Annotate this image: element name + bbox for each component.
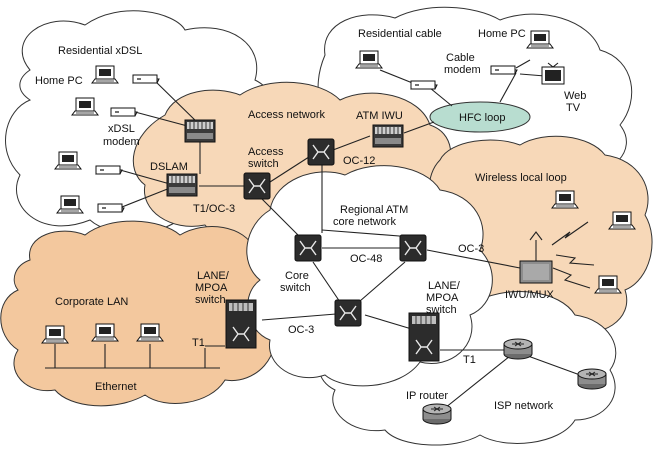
label-oc3-left: OC-3 [288, 324, 314, 336]
cloud-corporate-lan [0, 220, 283, 407]
cloud-regional-atm [246, 165, 493, 387]
pc-icon-xdsl-4 [56, 195, 84, 214]
label-t1-left: T1 [192, 337, 205, 349]
label-regional-atm: Regional ATM [340, 204, 408, 216]
web-tv-icon [541, 62, 565, 85]
label-access: Access [248, 146, 284, 158]
oc12-switch-icon [307, 138, 335, 166]
lane-mpoa-switch-left-icon [225, 299, 257, 349]
label-access-switch: switch [248, 158, 279, 170]
modem-icon-xdsl-4 [97, 203, 125, 213]
label-mpoa-left: MPOA [195, 282, 228, 294]
label-t1-right: T1 [463, 354, 476, 366]
router-icon-1 [503, 338, 533, 360]
core-switch-right-icon [399, 234, 427, 262]
label-oc48: OC-48 [350, 253, 382, 265]
modem-icon-xdsl-1 [132, 74, 160, 84]
pc-icon-wireless-3 [594, 275, 622, 294]
access-switch-icon [243, 172, 271, 200]
label-home-pc-cable: Home PC [478, 28, 526, 40]
label-atm-iwu: ATM IWU [356, 110, 403, 122]
label-cable-modem: modem [444, 64, 481, 76]
label-corporate-lan: Corporate LAN [55, 296, 128, 308]
label-core: Core [285, 270, 309, 282]
label-dslam: DSLAM [150, 161, 188, 173]
label-residential-xdsl: Residential xDSL [58, 45, 142, 57]
label-isp-network: ISP network [494, 400, 554, 412]
label-ethernet: Ethernet [95, 381, 137, 393]
modem-icon-xdsl-3 [95, 165, 123, 175]
pc-icon-lan-1 [41, 325, 69, 344]
pc-icon-xdsl-1 [91, 65, 119, 84]
pc-icon-wireless-1 [551, 190, 579, 209]
core-switch-lower-icon [334, 299, 362, 327]
router-icon-2 [577, 368, 607, 390]
pc-icon-lan-2 [91, 323, 119, 342]
label-hfc-loop: HFC loop [459, 112, 505, 124]
label-oc3-right: OC-3 [458, 243, 484, 255]
label-xdsl-modem: modem [103, 136, 140, 148]
pc-icon-cable-home [526, 30, 554, 49]
links-layer [45, 59, 595, 413]
pc-icon-xdsl-3 [54, 151, 82, 170]
label-oc12: OC-12 [343, 155, 375, 167]
hfc-loop-ellipse [429, 101, 531, 133]
pc-icon-cable-1 [355, 50, 383, 69]
label-residential-cable: Residential cable [358, 28, 442, 40]
pc-icon-xdsl-2 [71, 97, 99, 116]
label-xdsl: xDSL [108, 123, 135, 135]
label-cable: Cable [446, 52, 475, 64]
label-core-switch: switch [280, 282, 311, 294]
label-web-tv: TV [566, 102, 581, 114]
label-switch-left: switch [195, 294, 226, 306]
label-lane-left: LANE/ [197, 270, 230, 282]
label-access-network: Access network [248, 109, 326, 121]
ip-router-icon [422, 403, 452, 425]
label-lane-right: LANE/ [428, 280, 461, 292]
modem-icon-xdsl-2 [110, 107, 138, 117]
label-mpoa-right: MPOA [426, 292, 459, 304]
label-t1-oc3: T1/OC-3 [193, 203, 235, 215]
rack-icon-xdsl [184, 119, 216, 143]
label-wireless-local-loop: Wireless local loop [475, 172, 567, 184]
cable-modem-icon-2 [490, 65, 518, 75]
cable-modem-icon-1 [410, 80, 438, 90]
atm-iwu-icon [372, 124, 404, 148]
pc-icon-lan-3 [136, 323, 164, 342]
iwu-mux-icon [519, 260, 553, 284]
label-iwu-mux: IWU/MUX [505, 289, 555, 301]
label-web: Web [564, 90, 586, 102]
lane-mpoa-switch-right-icon [408, 312, 440, 362]
label-ip-router: IP router [406, 390, 448, 402]
core-switch-icon [294, 234, 322, 262]
label-home-pc-xdsl: Home PC [35, 75, 83, 87]
label-switch-right: switch [426, 304, 457, 316]
dslam-icon [166, 173, 198, 197]
pc-icon-wireless-2 [608, 211, 636, 230]
label-core-network: core network [333, 216, 396, 228]
